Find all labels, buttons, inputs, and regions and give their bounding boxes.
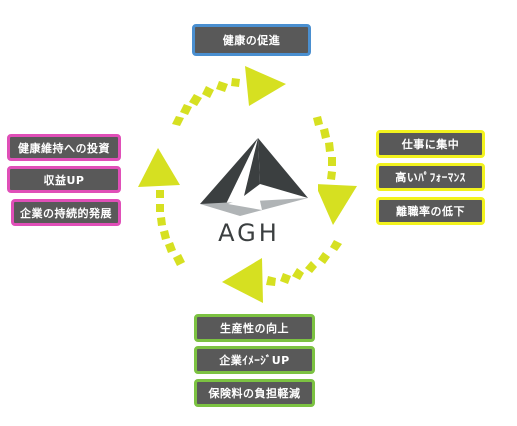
agh-logo-mark [200, 138, 308, 216]
box-lower-turnover: 離職率の低下 [376, 197, 485, 225]
box-sustainable-growth: 企業の持続的発展 [11, 199, 121, 226]
box-corporate-image: 企業ｲﾒｰｼﾞUP [194, 346, 315, 374]
box-profit-up: 収益UP [7, 166, 121, 193]
box-high-performance: 高いﾊﾟﾌｫｰﾏﾝｽ [376, 163, 485, 191]
arrow-right [313, 116, 357, 225]
box-productivity: 生産性の向上 [194, 314, 315, 342]
box-insurance-reduction: 保険料の負担軽減 [194, 379, 315, 407]
agh-logo [188, 134, 318, 256]
box-health-promotion: 健康の促進 [192, 24, 311, 56]
box-health-investment: 健康維持への投資 [7, 134, 121, 161]
logo-text: AGH [218, 219, 280, 247]
arrow-left [138, 148, 185, 266]
arrow-top [172, 66, 286, 126]
box-work-focus: 仕事に集中 [376, 130, 485, 158]
arrow-bottom [222, 240, 342, 303]
